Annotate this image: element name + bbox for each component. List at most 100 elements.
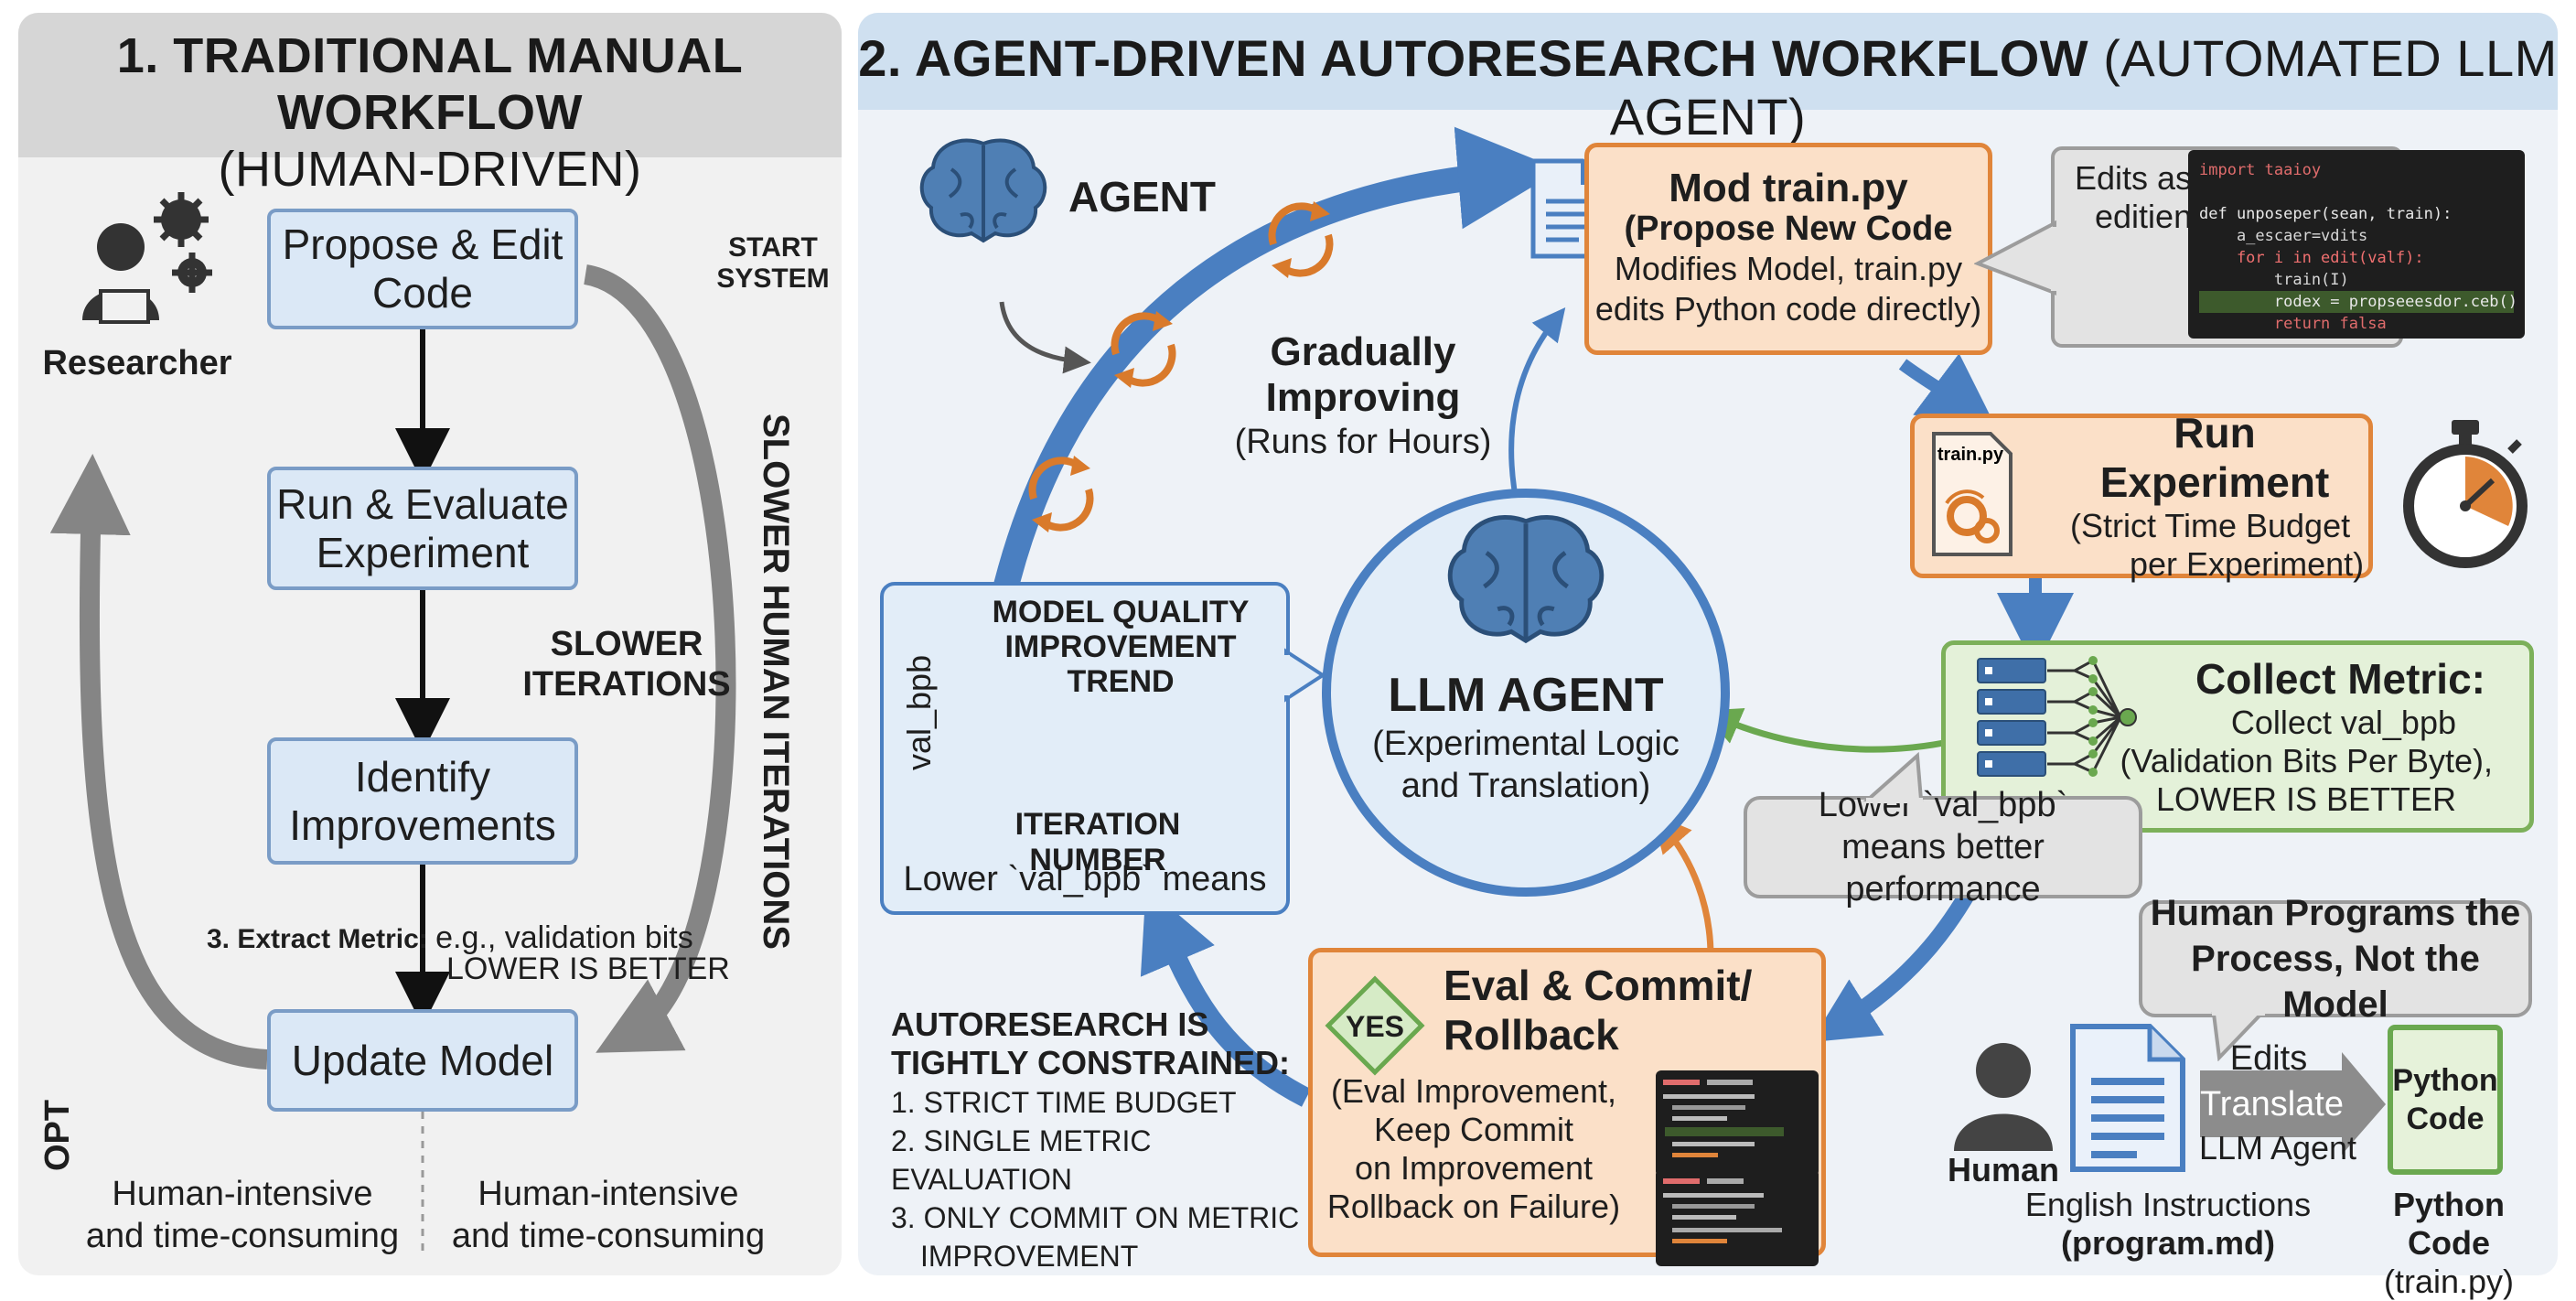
propose-edit-code-box: Propose & Edit Code: [267, 209, 578, 329]
edits-callout-line2: editien: [2095, 198, 2193, 235]
run-line1: (Strict Time Budget: [2070, 507, 2351, 544]
instructions-caption: English Instructions (program.md): [1976, 1186, 2360, 1263]
trend-title: MODEL QUALITY IMPROVEMENT TREND: [961, 595, 1281, 699]
python-code-icon: Python Code: [2388, 1025, 2503, 1175]
llm-desc-line2: and Translation): [1401, 767, 1651, 805]
instructions-document-icon: [2070, 1024, 2185, 1172]
trend-caption: Lower `val_bpb` means: [903, 860, 1267, 898]
footer-right: Human-intensive and time-consuming: [448, 1173, 768, 1257]
collect-line2: (Validation Bits Per Byte),: [2120, 742, 2494, 780]
eval-title: Eval & Commit/ Rollback: [1444, 961, 1752, 1059]
footer-left-line1: Human-intensive: [112, 1175, 373, 1213]
server-icon: [1977, 656, 2137, 777]
researcher-label: Researcher: [42, 344, 232, 382]
code-line: def unposeper(sean, train):: [2199, 205, 2453, 223]
train-file-icon: train.py: [1930, 430, 2014, 558]
constraint-4: IMPROVEMENT: [920, 1240, 1139, 1273]
eval-desc-line3: on Improvement: [1354, 1149, 1594, 1187]
code-panel-top: import taaioy def unposeper(sean, train)…: [2188, 150, 2525, 339]
human-callout-pointer: [2211, 1012, 2265, 1061]
slower-label: SLOWER: [550, 625, 703, 663]
opt-label: OPT: [38, 1099, 77, 1171]
cycle-icon-2: [1111, 311, 1176, 388]
run-evaluate-line1: Run & Evaluate: [276, 479, 569, 528]
start-label: START: [728, 232, 818, 263]
llm-desc-line1: (Experimental Logic: [1372, 725, 1680, 763]
right-title-bold: 2. AGENT-DRIVEN AUTORESEARCH WORKFLOW: [858, 29, 2089, 87]
iterations-label: ITERATIONS: [522, 665, 731, 704]
train-file-shape: [1932, 432, 2012, 556]
code-line: import taaioy: [2199, 161, 2322, 179]
trend-box-pointer: [1284, 648, 1326, 703]
extract-metric-label: 3. Extract Metric: e.g., validation bits: [207, 920, 693, 956]
constraints-heading-2: TIGHTLY CONSTRAINED:: [891, 1044, 1291, 1081]
right-title-light: (AUTOMATED LLM AGENT): [1609, 29, 2558, 145]
human-programs-callout: Human Programs the Process, Not the Mode…: [2139, 893, 2532, 1025]
lower-callout-line1: Lower `val_bpb`: [1818, 786, 2068, 824]
code-top-lines: import taaioy def unposeper(sean, train)…: [2199, 159, 2517, 335]
agent-brain-icon: [919, 138, 1047, 243]
identify-improvements-box: Identify Improvements: [267, 737, 578, 865]
eval-desc-line1: (Eval Improvement,: [1330, 1072, 1617, 1110]
extract-metric-bold: 3. Extract Metric:: [207, 924, 428, 954]
constraint-3: 3. ONLY COMMIT ON METRIC: [891, 1201, 1300, 1234]
lower-callout-pointer: [1862, 752, 1924, 803]
code-line: a_escaer=vdits: [2199, 227, 2368, 245]
update-model-box: Update Model: [267, 1009, 578, 1112]
eval-desc-line4: Rollback on Failure): [1326, 1188, 1621, 1225]
cycle-icon-3: [1028, 456, 1094, 532]
propose-line1: Propose & Edit: [282, 220, 564, 269]
collect-line3: LOWER IS BETTER: [2155, 780, 2456, 818]
edits-label: Edits: [2229, 1039, 2308, 1078]
human-icon: [1954, 1043, 2053, 1151]
human-callout-line1: Human Programs the: [2150, 893, 2521, 933]
gradually-line1: Gradually: [1270, 329, 1456, 374]
mod-title: Mod train.py: [1669, 166, 1908, 210]
code-line: train(I): [2199, 271, 2349, 289]
eval-desc-line2: Keep Commit: [1373, 1111, 1574, 1148]
footer-right-line2: and time-consuming: [451, 1217, 766, 1255]
collect-line1: Collect val_bpb: [2230, 704, 2456, 741]
extract-metric-rest: e.g., validation bits: [435, 920, 693, 955]
system-label: SYSTEM: [716, 263, 830, 294]
propose-line2: Code: [372, 269, 473, 317]
mod-train-box: Mod train.py (Propose New Code Modifies …: [1584, 143, 1992, 355]
edits-callout-line1: Edits as: [2075, 159, 2193, 197]
gradually-line2: Improving: [1265, 375, 1461, 420]
gradually-improving-label: Gradually Improving: [1226, 329, 1500, 421]
start-system-label: START SYSTEM: [704, 232, 842, 295]
trend-ylabel: val_bpb: [900, 654, 938, 770]
mini-code-lines-1: [1663, 1080, 1784, 1157]
llm-agent-small-label: LLM Agent: [2198, 1129, 2357, 1167]
left-title: 1. TRADITIONAL MANUAL WORKFLOW (HUMAN-DR…: [18, 27, 842, 198]
llm-brain-icon: [1447, 515, 1605, 644]
slower-human-iterations-label: SLOWER HUMAN ITERATIONS: [756, 414, 796, 950]
footer-right-line1: Human-intensive: [478, 1175, 739, 1213]
lower-val-bpb-callout: Lower `val_bpb` means better performance: [1744, 786, 2142, 909]
trend-box: [880, 582, 1290, 915]
trend-title-line2: IMPROVEMENT TREND: [1004, 629, 1237, 699]
cycle-icon-1: [1268, 201, 1334, 278]
collect-title: Collect Metric:: [2195, 655, 2485, 703]
constraints-heading-1: AUTORESEARCH IS: [891, 1005, 1209, 1043]
mod-subtitle: (Propose New Code: [1624, 210, 1953, 248]
left-title-line1: 1. TRADITIONAL MANUAL WORKFLOW: [116, 28, 744, 140]
python-caption-line1: Python Code: [2393, 1186, 2505, 1262]
slower-iterations-label: SLOWER ITERATIONS: [512, 624, 741, 704]
left-title-bar: [18, 13, 842, 157]
update-model-label: Update Model: [291, 1036, 554, 1084]
trend-xlabel: ITERATION NUMBER: [1014, 807, 1181, 877]
stopwatch-icon: [2403, 420, 2528, 568]
human-label: Human: [1947, 1151, 2059, 1188]
code-line: [2199, 181, 2514, 203]
python-caption-line2: (train.py): [2383, 1263, 2515, 1300]
llm-agent-desc: (Experimental Logic and Translation): [1322, 723, 1730, 807]
eval-title-line1: Eval & Commit/: [1444, 962, 1753, 1009]
mod-line1: Modifies Model, train.py: [1614, 250, 1963, 287]
python-icon-line2: Code: [2406, 1102, 2485, 1136]
runs-for-hours-label: (Runs for Hours): [1234, 423, 1492, 461]
trend-title-line1: MODEL QUALITY: [992, 595, 1250, 629]
train-file-label: train.py: [1937, 445, 2004, 465]
lower-callout-line2: means better performance: [1841, 828, 2045, 909]
constraint-1: 1. STRICT TIME BUDGET: [891, 1086, 1237, 1119]
